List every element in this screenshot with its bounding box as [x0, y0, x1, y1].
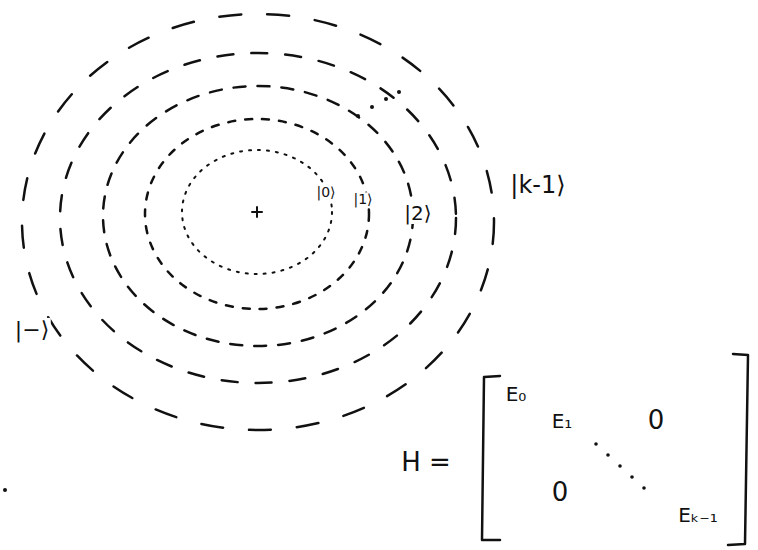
matrix-entry: 0: [646, 406, 667, 435]
matrix-name: H =: [399, 448, 453, 477]
state-label: |2⟩: [402, 202, 433, 224]
matrix-entry: 0: [550, 478, 571, 507]
level-circle: [145, 119, 369, 309]
matrix-entry: E₀: [504, 383, 529, 405]
level-circle: [182, 150, 332, 274]
matrix-brackets: [482, 354, 748, 545]
level-circles: [22, 14, 494, 430]
ellipsis-dots: [3, 90, 401, 492]
matrix-entry: Eₖ₋₁: [676, 504, 720, 526]
state-label: |−⟩: [13, 318, 51, 342]
center-mark: [252, 207, 262, 217]
diagonal-dots: [594, 442, 646, 490]
state-label: |k-1⟩: [508, 172, 567, 198]
level-circle: [103, 86, 413, 346]
state-label: |0⟩: [314, 185, 337, 200]
state-label: |1⟩: [351, 192, 374, 207]
level-circle: [60, 53, 456, 383]
level-circle: [22, 14, 494, 430]
matrix-entry: E₁: [550, 410, 575, 432]
